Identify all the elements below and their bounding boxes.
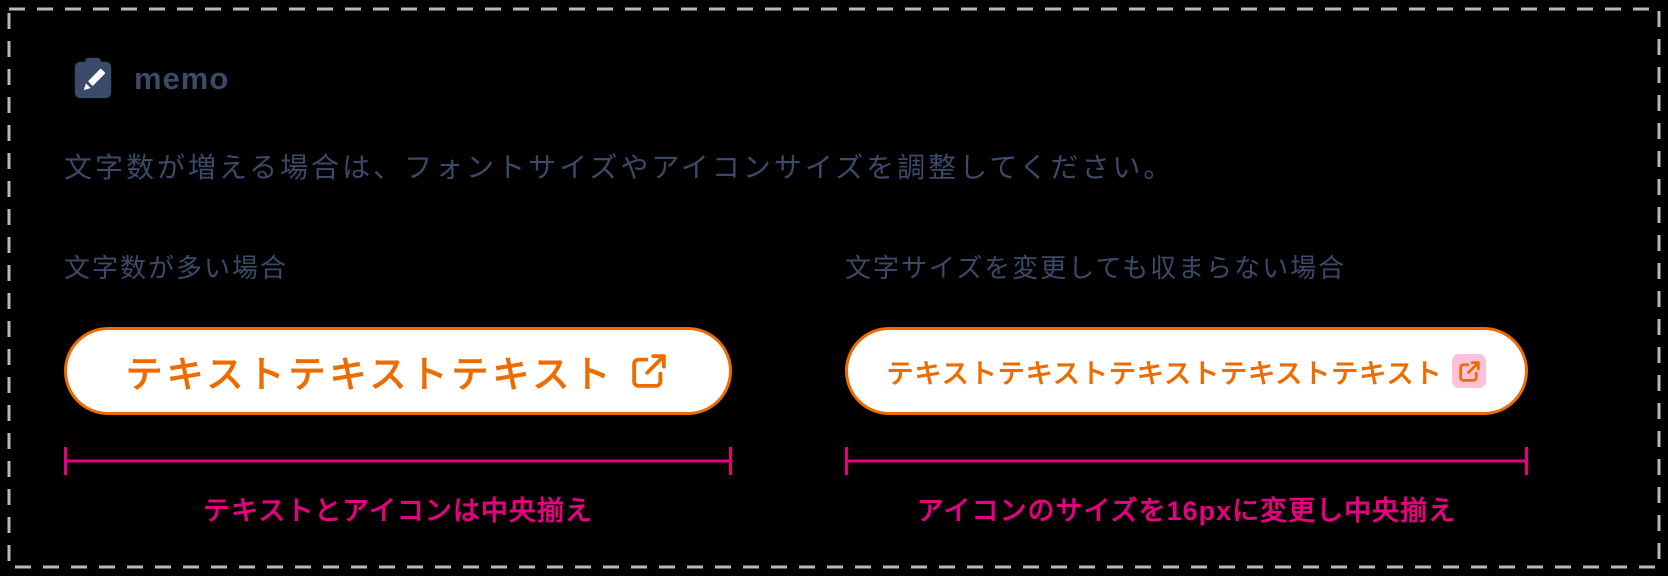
external-link-icon xyxy=(1459,360,1480,382)
text-link-button-large[interactable]: テキストテキストテキスト xyxy=(64,327,732,415)
button-label: テキストテキストテキストテキストテキスト xyxy=(886,358,1443,389)
button-label: テキストテキストテキスト xyxy=(125,354,615,395)
case-label-long-text: 文字数が多い場合 xyxy=(64,253,289,283)
annotation-icon-resize: アイコンのサイズを16pxに変更し中央揃え xyxy=(916,496,1457,526)
example-column-long-text: 文字数が多い場合 テキストテキストテキスト テキストとアイコンは中央揃え xyxy=(64,248,732,528)
memo-title: memo xyxy=(134,61,230,96)
measurement-cap-right xyxy=(1525,447,1528,475)
measurement-bar xyxy=(64,459,732,463)
example-column-overflow: 文字サイズを変更しても収まらない場合 テキストテキストテキストテキストテキスト … xyxy=(845,248,1528,528)
measurement-line xyxy=(845,447,1528,475)
description-text: 文字数が増える場合は、フォントサイズやアイコンサイズを調整してください。 xyxy=(64,152,1175,183)
external-link-icon xyxy=(632,354,667,388)
measurement-cap-right xyxy=(729,447,732,475)
memo-header: memo xyxy=(70,56,229,102)
case-label-overflow: 文字サイズを変更しても収まらない場合 xyxy=(845,253,1347,283)
measurement-line xyxy=(64,447,732,475)
annotation-center-align: テキストとアイコンは中央揃え xyxy=(203,496,593,526)
text-link-button-small[interactable]: テキストテキストテキストテキストテキスト xyxy=(845,327,1528,415)
measurement-bar xyxy=(845,459,1528,463)
icon-highlight xyxy=(1452,354,1487,388)
memo-icon xyxy=(74,57,112,99)
